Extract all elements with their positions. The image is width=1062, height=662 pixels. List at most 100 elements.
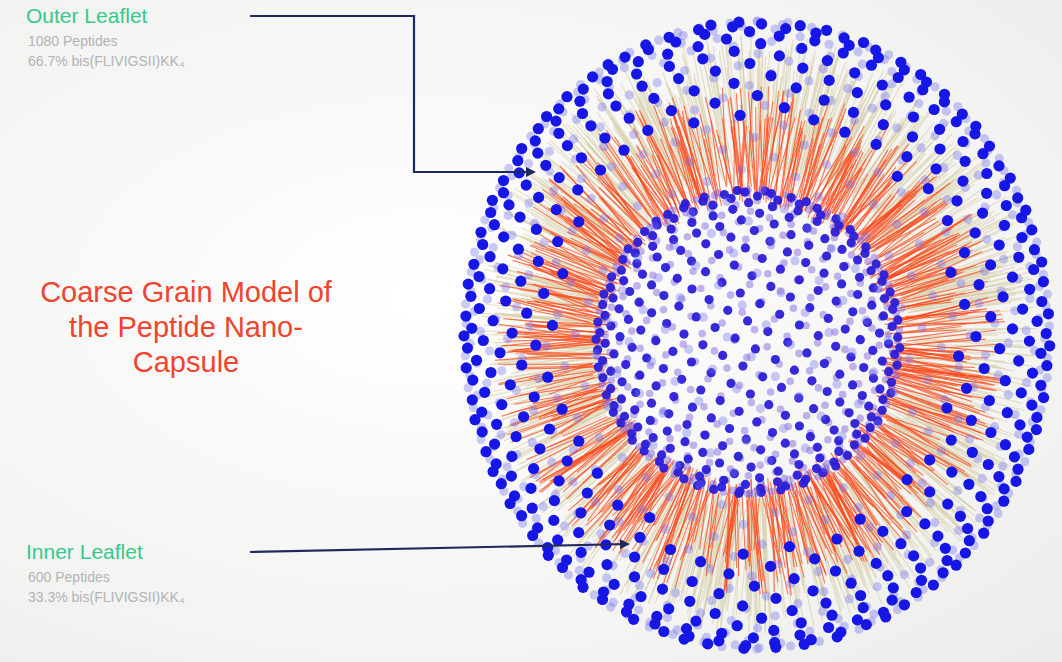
- head-bead: [740, 187, 749, 196]
- head-bead: [726, 437, 734, 445]
- head-bead: [687, 386, 695, 394]
- tail-line: [803, 486, 833, 554]
- tail-line: [536, 223, 620, 277]
- tail-line: [848, 488, 889, 566]
- head-bead: [747, 208, 755, 216]
- head-bead: [636, 345, 644, 353]
- head-bead: [690, 442, 698, 450]
- head-bead: [867, 412, 876, 421]
- head-bead: [803, 412, 811, 420]
- head-bead: [764, 270, 772, 278]
- tail-line: [866, 191, 916, 243]
- tail-line: [576, 165, 640, 230]
- head-bead: [789, 440, 797, 448]
- tail-line: [838, 185, 890, 232]
- tail-line: [845, 483, 901, 565]
- tail-line: [534, 269, 609, 290]
- tail-line: [894, 298, 1001, 324]
- tail-line: [564, 203, 617, 254]
- head-bead: [608, 303, 616, 311]
- head-bead: [606, 283, 615, 292]
- tail-line: [665, 487, 701, 566]
- tail-line: [552, 429, 629, 480]
- tail-line: [895, 338, 972, 347]
- tail-line: [515, 334, 604, 342]
- head-bead: [738, 309, 746, 317]
- tail-line: [858, 432, 927, 506]
- tail-line: [604, 148, 652, 217]
- head-bead: [794, 249, 802, 257]
- head-bead: [701, 222, 709, 230]
- tail-line: [640, 118, 691, 209]
- tail-line: [530, 246, 622, 282]
- tail-line: [903, 370, 979, 377]
- tail-line: [598, 178, 647, 234]
- tail-line: [711, 121, 721, 197]
- head-bead: [808, 266, 816, 274]
- tail-line: [606, 130, 677, 220]
- tail-line: [853, 441, 918, 493]
- head-bead: [617, 266, 626, 275]
- head-bead: [745, 472, 753, 480]
- tail-line: [884, 424, 972, 467]
- tail-line: [591, 442, 651, 510]
- head-bead: [643, 317, 651, 325]
- head-bead: [711, 347, 719, 355]
- tail-line: [844, 454, 911, 526]
- tail-line: [832, 477, 893, 550]
- tail-line: [883, 401, 983, 440]
- tail-line: [848, 181, 893, 240]
- head-bead: [866, 423, 875, 432]
- tail-line: [531, 392, 614, 409]
- head-bead: [608, 377, 616, 385]
- head-bead: [767, 189, 776, 198]
- head-bead: [768, 488, 776, 496]
- tail-line: [682, 111, 701, 203]
- tail-line: [731, 127, 742, 186]
- tail-line: [546, 375, 593, 383]
- tail-line: [859, 427, 921, 490]
- head-bead: [684, 233, 692, 241]
- head-bead: [660, 306, 668, 314]
- head-bead: [718, 319, 726, 327]
- tail-line: [551, 401, 609, 439]
- tail-line: [643, 467, 692, 563]
- head-bead: [878, 395, 887, 404]
- head-bead: [697, 285, 705, 293]
- head-bead: [834, 273, 842, 281]
- head-bead: [674, 368, 682, 376]
- tail-line: [622, 465, 647, 511]
- tail-line: [737, 495, 739, 576]
- head-bead: [812, 464, 821, 473]
- head-bead: [741, 427, 749, 435]
- tail-line: [532, 284, 606, 313]
- head-bead: [598, 356, 607, 365]
- tail-line: [799, 492, 837, 568]
- head-bead: [893, 333, 902, 342]
- tail-line: [889, 310, 980, 330]
- tail-line: [885, 381, 985, 398]
- head-bead: [850, 440, 859, 449]
- tail-line: [501, 336, 601, 346]
- head-bead: [620, 412, 629, 421]
- tail-line: [864, 447, 927, 496]
- head-bead: [829, 457, 838, 466]
- tail-line: [851, 447, 915, 511]
- head-bead: [666, 435, 674, 443]
- head-bead: [790, 305, 798, 313]
- head-bead: [757, 461, 765, 469]
- head-bead: [698, 330, 706, 338]
- head-bead: [748, 399, 756, 407]
- head-bead: [599, 289, 608, 298]
- tail-line: [873, 238, 957, 285]
- tail-line: [886, 420, 933, 437]
- head-bead: [606, 384, 615, 393]
- head-bead: [807, 294, 815, 302]
- head-bead: [795, 350, 803, 358]
- head-bead: [824, 436, 832, 444]
- head-bead: [742, 235, 750, 243]
- tail-line: [856, 187, 944, 257]
- head-bead: [744, 490, 752, 498]
- tail-line: [498, 364, 592, 365]
- tail-line: [870, 443, 912, 480]
